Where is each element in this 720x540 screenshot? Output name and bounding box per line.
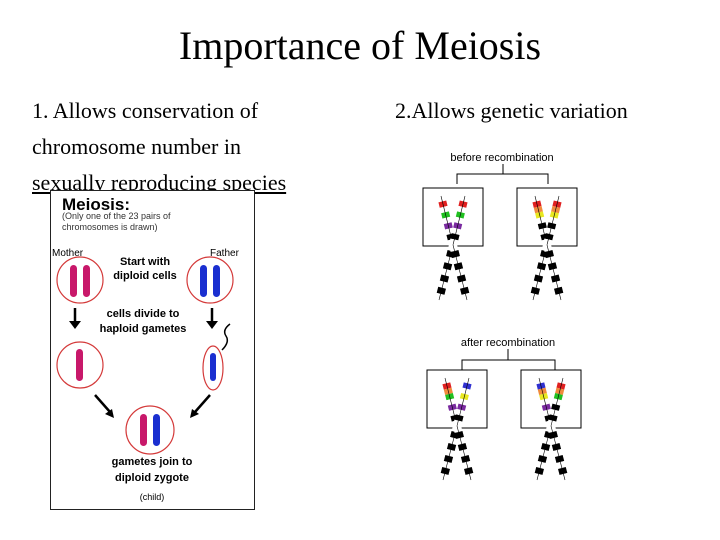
down-arrow-icon-right [206, 308, 218, 329]
recombination-diagram: before recombination after recombination [422, 152, 582, 482]
step2-line1: cells divide to [107, 308, 180, 320]
diagonal-arrow-icon-left [94, 394, 114, 418]
after-recombination-label: after recombination [461, 337, 555, 349]
chromosome-arm-outline [546, 244, 562, 301]
chromosome-arm-outline [452, 195, 466, 245]
point-variation: 2.Allows genetic variation [395, 98, 628, 123]
father-diploid-cell [186, 256, 234, 304]
chromosome-arm-outline [550, 425, 566, 481]
step1-line1: Start with [120, 256, 170, 268]
sperm-gamete-cell [202, 323, 231, 391]
meiosis-diagram: Meiosis: (Only one of the 23 pairs of ch… [50, 190, 255, 510]
down-arrow-icon-left [69, 308, 81, 329]
chromosome-arm-outline [550, 377, 564, 427]
slide-title: Importance of Meiosis [178, 23, 542, 68]
diagonal-arrow-icon-right [190, 394, 211, 418]
chromosome-arm-outline [442, 425, 458, 481]
point-conservation-line-2: chromosome number in [32, 134, 241, 159]
step2-line2: haploid gametes [100, 323, 187, 335]
chromosome-before-right [529, 195, 565, 301]
child-label: (child) [140, 492, 165, 502]
father-label: Father [210, 248, 240, 259]
chromosome-arm-outline [452, 244, 468, 301]
chromosome-arm-outline [456, 425, 472, 481]
mother-diploid-cell [56, 256, 104, 304]
egg-gamete-cell [56, 341, 104, 389]
point-conservation-line-1: 1. Allows conservation of [32, 98, 259, 123]
before-recombination-label: before recombination [450, 152, 553, 164]
chromosome-after-left [439, 377, 475, 482]
mother-label: Mother [52, 248, 84, 259]
meiosis-subnote-2: chromosomes is drawn) [62, 222, 158, 232]
chromosome-after-right [533, 377, 569, 482]
chromosome-arm-outline [456, 377, 470, 427]
chromosome-arm-outline [438, 244, 454, 301]
step3-line2: diploid zygote [115, 472, 189, 484]
meiosis-subnote-1: (Only one of the 23 pairs of [62, 211, 171, 221]
chromosome-before-left [435, 195, 471, 301]
meiosis-heading: Meiosis: [62, 195, 130, 214]
chromosome-arm-outline [532, 244, 548, 301]
chromosome-arm-outline [536, 425, 552, 481]
point-conservation: 1. Allows conservation of chromosome num… [32, 93, 362, 201]
step3-line1: gametes join to [112, 456, 193, 468]
step1-line2: diploid cells [113, 270, 177, 282]
zygote-cell [125, 405, 175, 455]
chromosome-arm-outline [546, 195, 560, 245]
